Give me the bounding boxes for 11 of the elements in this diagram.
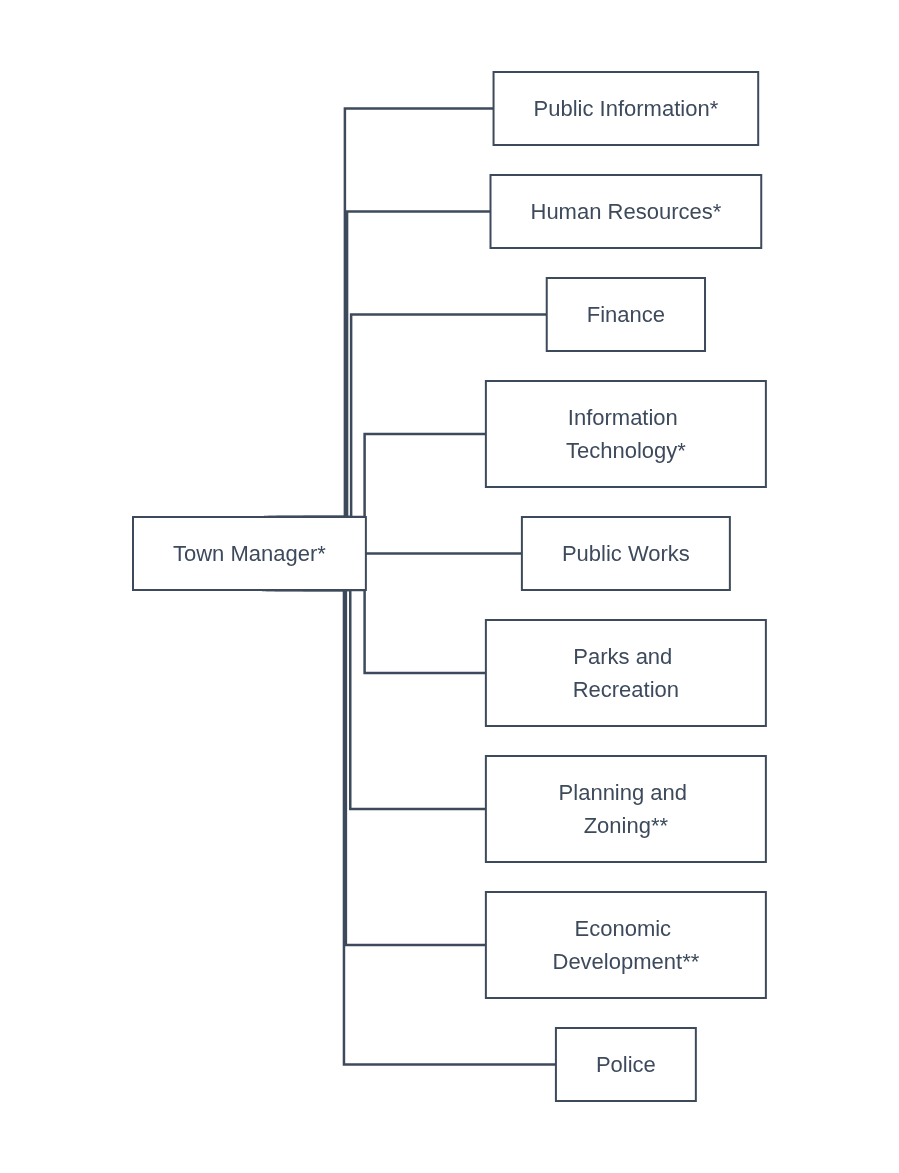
node-box: Public Information* (492, 71, 760, 146)
node-box: Human Resources* (489, 174, 763, 249)
node-box: Economic Development** (484, 891, 767, 999)
node-box: Police (555, 1027, 697, 1102)
node-box: Information Technology* (484, 380, 767, 488)
node-box: Planning and Zoning** (484, 755, 767, 863)
node-box: Finance (545, 277, 707, 352)
node-box: Public Works (520, 516, 731, 591)
node-box: Parks and Recreation (484, 619, 767, 727)
connector (365, 552, 522, 555)
node-box: Town Manager* (132, 516, 367, 591)
